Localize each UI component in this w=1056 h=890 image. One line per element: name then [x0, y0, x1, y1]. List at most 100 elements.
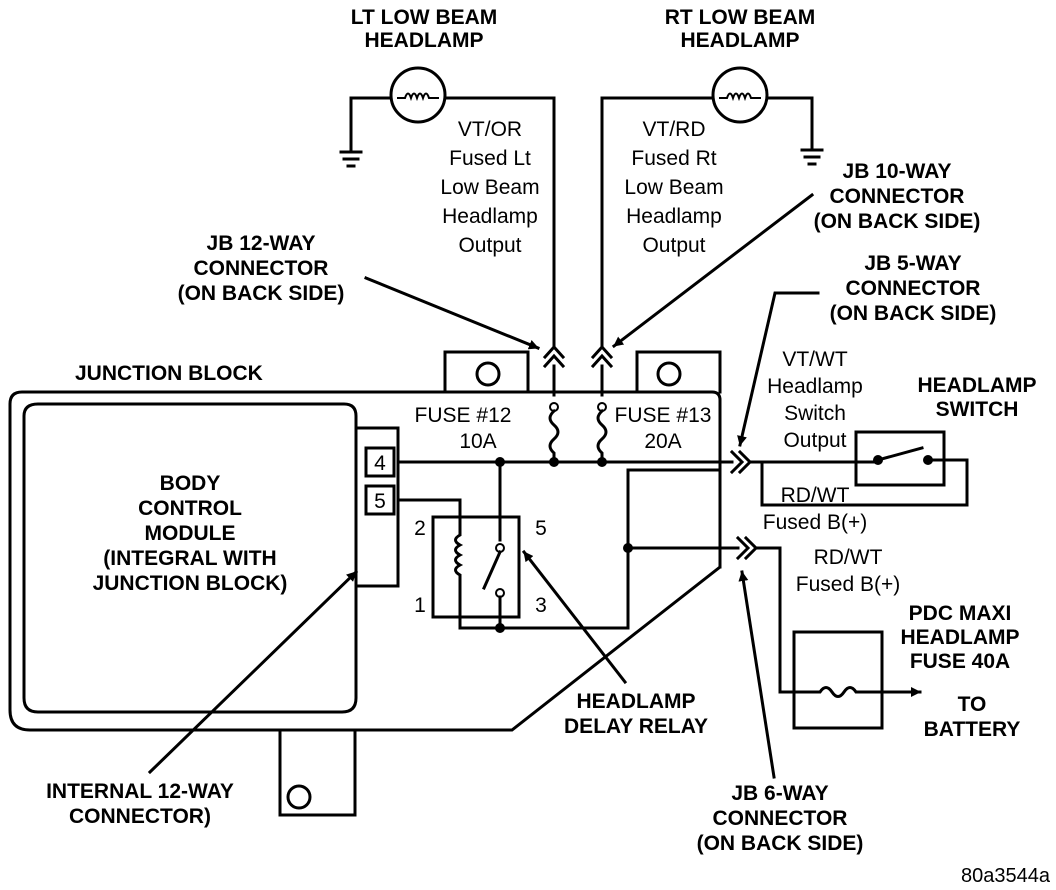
svg-text:(ON BACK SIDE): (ON BACK SIDE) — [814, 210, 981, 233]
svg-text:(ON BACK SIDE): (ON BACK SIDE) — [830, 302, 997, 325]
svg-text:FUSE 40A: FUSE 40A — [910, 650, 1010, 673]
junction-block-label: JUNCTION BLOCK — [75, 362, 263, 385]
svg-text:CONNECTOR: CONNECTOR — [713, 807, 848, 830]
pdc-maxi-headlamp-fuse: PDC MAXI HEADLAMP FUSE 40A — [792, 602, 1020, 730]
junction-block-outline — [8, 350, 722, 817]
body-control-module: 4 5 BODY CONTROL MODULE (INTEGRAL WITH J… — [22, 402, 400, 714]
lamp-filament-icon — [719, 92, 761, 102]
svg-text:Headlamp: Headlamp — [767, 375, 863, 398]
svg-text:BODY: BODY — [160, 472, 221, 495]
lt-low-beam-headlamp: LT LOW BEAM HEADLAMP — [351, 6, 498, 124]
relay-pin-1: 1 — [414, 594, 426, 617]
rt-lamp-title-2: HEADLAMP — [681, 29, 800, 52]
relay-pin-3: 3 — [535, 594, 547, 617]
svg-text:HEADLAMP: HEADLAMP — [918, 374, 1037, 397]
svg-text:Switch: Switch — [784, 402, 846, 425]
bcm-pin-5: 5 — [374, 490, 386, 513]
svg-text:10A: 10A — [459, 430, 496, 453]
internal-12-way-connector-label: INTERNAL 12-WAY CONNECTOR) — [46, 569, 359, 828]
svg-text:JB 5-WAY: JB 5-WAY — [864, 252, 961, 275]
arrow-icon — [147, 569, 359, 775]
svg-text:HEADLAMP: HEADLAMP — [901, 626, 1020, 649]
svg-text:RD/WT: RD/WT — [781, 484, 850, 507]
svg-text:INTERNAL 12-WAY: INTERNAL 12-WAY — [46, 780, 234, 803]
arrow-icon — [611, 192, 815, 349]
svg-text:20A: 20A — [644, 430, 681, 453]
relay-coil-icon — [454, 520, 464, 630]
svg-text:RD/WT: RD/WT — [814, 546, 883, 569]
svg-text:(ON BACK SIDE): (ON BACK SIDE) — [697, 832, 864, 855]
svg-text:JB 12-WAY: JB 12-WAY — [207, 232, 316, 255]
ground-icon — [339, 96, 393, 168]
fuse-icon — [548, 408, 560, 462]
svg-text:VT/WT: VT/WT — [782, 348, 847, 371]
svg-text:Fused B(+): Fused B(+) — [763, 511, 867, 534]
svg-text:JB 10-WAY: JB 10-WAY — [843, 160, 952, 183]
svg-text:Low Beam: Low Beam — [440, 176, 539, 199]
ground-icon — [765, 96, 824, 166]
fuse-12: FUSE #12 10A — [415, 402, 560, 462]
jb-12-way-connector-label: JB 12-WAY CONNECTOR (ON BACK SIDE) — [178, 232, 540, 350]
rt-low-beam-headlamp: RT LOW BEAM HEADLAMP — [665, 6, 815, 124]
jb-5-way-connector-label: JB 5-WAY CONNECTOR (ON BACK SIDE) — [737, 252, 997, 447]
jb-10-way-connector-label: JB 10-WAY CONNECTOR (ON BACK SIDE) — [611, 160, 981, 349]
headlamp-delay-relay-label: HEADLAMP DELAY RELAY — [521, 549, 708, 738]
svg-text:JB 6-WAY: JB 6-WAY — [731, 782, 828, 805]
svg-text:CONNECTOR): CONNECTOR) — [69, 805, 211, 828]
fuse-icon — [810, 686, 874, 698]
rt-output-wire — [600, 96, 715, 347]
svg-text:(ON BACK SIDE): (ON BACK SIDE) — [178, 282, 345, 305]
svg-text:Fused Rt: Fused Rt — [631, 147, 716, 170]
fuse-13: FUSE #13 20A — [596, 402, 712, 462]
lt-lamp-title-2: HEADLAMP — [365, 29, 484, 52]
svg-text:Fused Lt: Fused Lt — [449, 147, 531, 170]
svg-text:MODULE: MODULE — [145, 522, 236, 545]
svg-text:CONNECTOR: CONNECTOR — [846, 277, 981, 300]
relay-pin-2: 2 — [414, 517, 426, 540]
svg-text:PDC MAXI: PDC MAXI — [909, 602, 1012, 625]
svg-text:FUSE #12: FUSE #12 — [415, 404, 512, 427]
svg-text:Headlamp: Headlamp — [442, 205, 538, 228]
figure-id: 80a3544a — [961, 865, 1051, 887]
svg-text:VT/RD: VT/RD — [643, 118, 706, 141]
switch-icon — [482, 550, 502, 590]
jb-6-way-connector-label: JB 6-WAY CONNECTOR (ON BACK SIDE) — [697, 570, 864, 855]
svg-text:Headlamp: Headlamp — [626, 205, 722, 228]
arrow-icon — [521, 549, 628, 685]
rt-output-label: VT/RD Fused Rt Low Beam Headlamp Output — [624, 118, 723, 257]
svg-text:Output: Output — [642, 234, 705, 257]
relay-pin-5: 5 — [535, 517, 547, 540]
svg-text:(INTEGRAL WITH: (INTEGRAL WITH — [103, 547, 276, 570]
headlamp-switch: HEADLAMP SWITCH — [748, 374, 1037, 507]
to-battery-label: TO BATTERY — [924, 693, 1021, 741]
svg-text:FUSE #13: FUSE #13 — [615, 404, 712, 427]
fused-b-label-1: RD/WT Fused B(+) — [763, 484, 867, 534]
svg-text:Low Beam: Low Beam — [624, 176, 723, 199]
svg-text:SWITCH: SWITCH — [936, 398, 1019, 421]
svg-text:CONNECTOR: CONNECTOR — [194, 257, 329, 280]
svg-text:CONNECTOR: CONNECTOR — [830, 185, 965, 208]
lt-output-label: VT/OR Fused Lt Low Beam Headlamp Output — [440, 118, 539, 257]
arrow-icon — [737, 291, 820, 447]
svg-text:JUNCTION BLOCK): JUNCTION BLOCK) — [93, 572, 288, 595]
lt-lamp-title-1: LT LOW BEAM — [351, 6, 498, 29]
lamp-filament-icon — [397, 92, 439, 102]
rt-lamp-title-1: RT LOW BEAM — [665, 6, 815, 29]
svg-text:Output: Output — [783, 429, 846, 452]
svg-text:VT/OR: VT/OR — [458, 118, 522, 141]
svg-text:HEADLAMP: HEADLAMP — [577, 690, 696, 713]
svg-text:TO: TO — [958, 693, 987, 716]
bcm-pin-4: 4 — [374, 452, 386, 475]
fused-b-label-2: RD/WT Fused B(+) — [796, 546, 900, 596]
switch-output-label: VT/WT Headlamp Switch Output — [767, 348, 863, 452]
svg-text:BATTERY: BATTERY — [924, 718, 1021, 741]
switch-icon — [876, 446, 924, 462]
svg-text:CONTROL: CONTROL — [138, 497, 242, 520]
arrow-icon — [738, 570, 776, 779]
svg-text:DELAY RELAY: DELAY RELAY — [564, 715, 708, 738]
arrow-icon — [364, 276, 540, 350]
svg-text:Fused B(+): Fused B(+) — [796, 573, 900, 596]
svg-text:Output: Output — [458, 234, 521, 257]
fuse-icon — [596, 408, 608, 462]
